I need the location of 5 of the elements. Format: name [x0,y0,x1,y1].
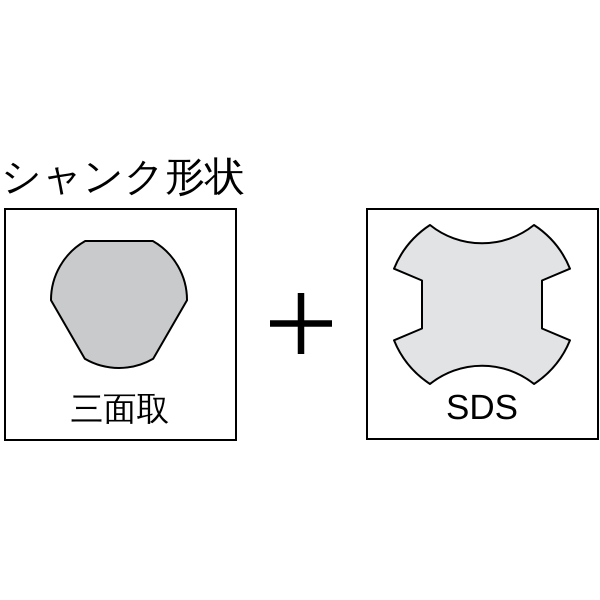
profile-box [4,208,237,441]
profile-label: SDS [446,390,518,424]
profile-label: 三面取 [70,392,170,424]
profile-box [366,208,599,440]
title: シャンク形状 [1,157,245,197]
